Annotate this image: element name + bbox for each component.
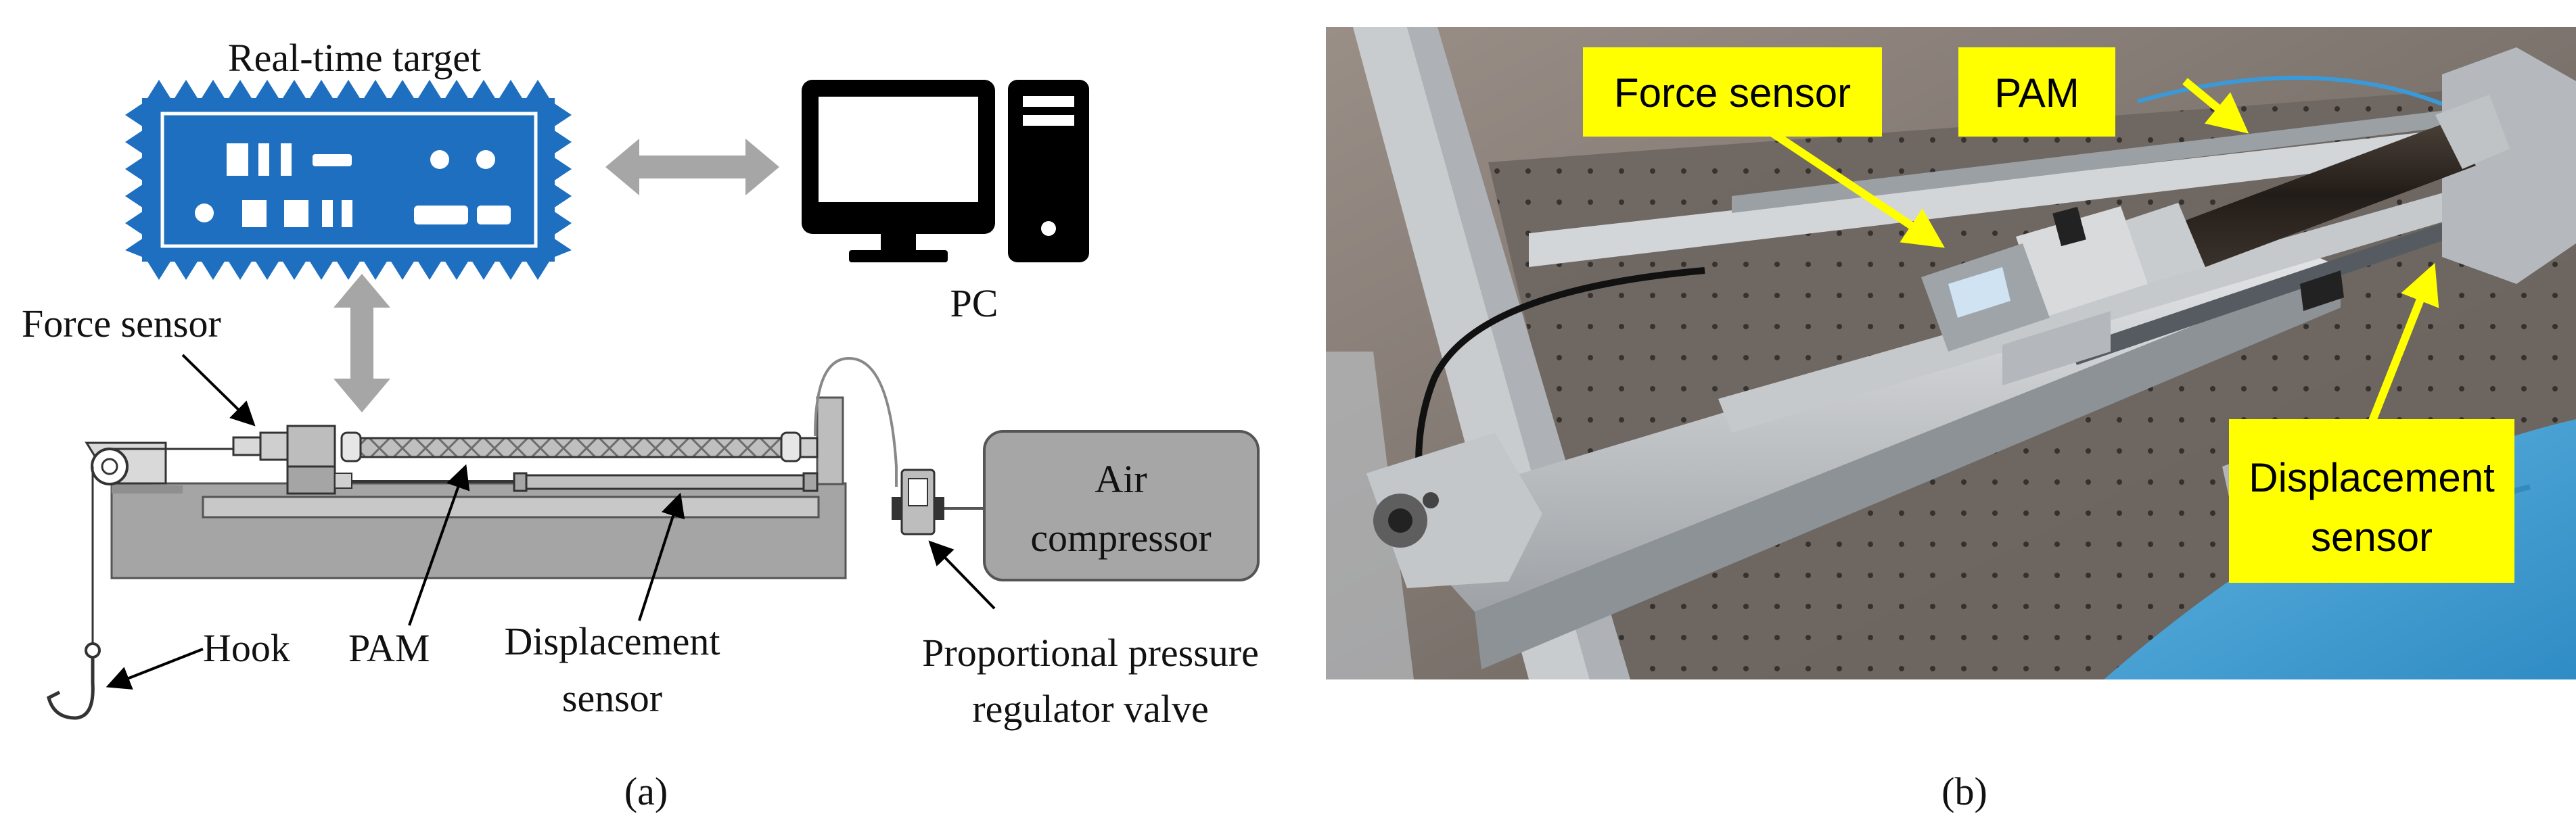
photo-displacement-label-1: Displacement [2249,455,2495,500]
realtime-target-label: Real-time target [228,36,481,80]
double-arrow-vertical [334,274,390,412]
pc-label: PC [950,281,998,325]
pam-arrow [408,464,470,626]
realtime-target-icon [125,80,572,280]
valve-label-1: Proportional pressure [922,631,1259,675]
displacement-sensor-schematic [352,472,819,492]
air-compressor-label-2: compressor [1030,516,1211,560]
displacement-arrow [638,492,685,621]
pressure-valve-icon [892,469,944,535]
displacement-label-2: sensor [562,676,662,720]
panel-b-photo: Force sensor PAM Displacement sensor (b) [1326,0,2576,834]
photo-force-sensor-label: Force sensor [1614,70,1851,116]
hook-icon [47,642,101,720]
force-sensor-schematic [232,425,352,495]
caption-a: (a) [624,769,668,813]
photo-displacement-arrow [2364,262,2439,435]
hook-arrow [106,648,204,690]
air-compressor-label-1: Air [1095,457,1147,501]
photo-pam-label: PAM [1994,70,2079,116]
air-compressor-box: Air compressor [983,430,1260,581]
photo-displacement-label-2: sensor [2311,515,2433,560]
panel-a-schematic: Real-time target PC [0,0,1292,834]
pc-icon [802,80,1089,262]
valve-arrow [928,540,996,610]
photo-force-sensor-arrow [1763,125,1945,248]
schematic-svg: Real-time target PC [22,36,1260,813]
hook-label: Hook [203,626,290,670]
photo-displacement-tag: Displacement sensor [2229,419,2514,583]
photo-svg: Force sensor PAM Displacement sensor (b) [1326,27,2576,813]
valve-label-2: regulator valve [972,687,1208,731]
double-arrow-horizontal [605,139,779,195]
photo-pam-arrow [2182,78,2249,134]
pam-label: PAM [348,626,430,670]
caption-b: (b) [1941,769,1987,813]
pam-schematic [340,431,819,462]
photo-pam-tag: PAM [1958,47,2115,137]
photo-force-sensor-tag: Force sensor [1583,47,1882,137]
force-sensor-arrow [181,354,256,427]
pulley [85,441,233,646]
displacement-label-1: Displacement [505,619,720,663]
test-bench-base [110,396,847,579]
air-tube [814,356,898,487]
force-sensor-label: Force sensor [22,302,221,345]
